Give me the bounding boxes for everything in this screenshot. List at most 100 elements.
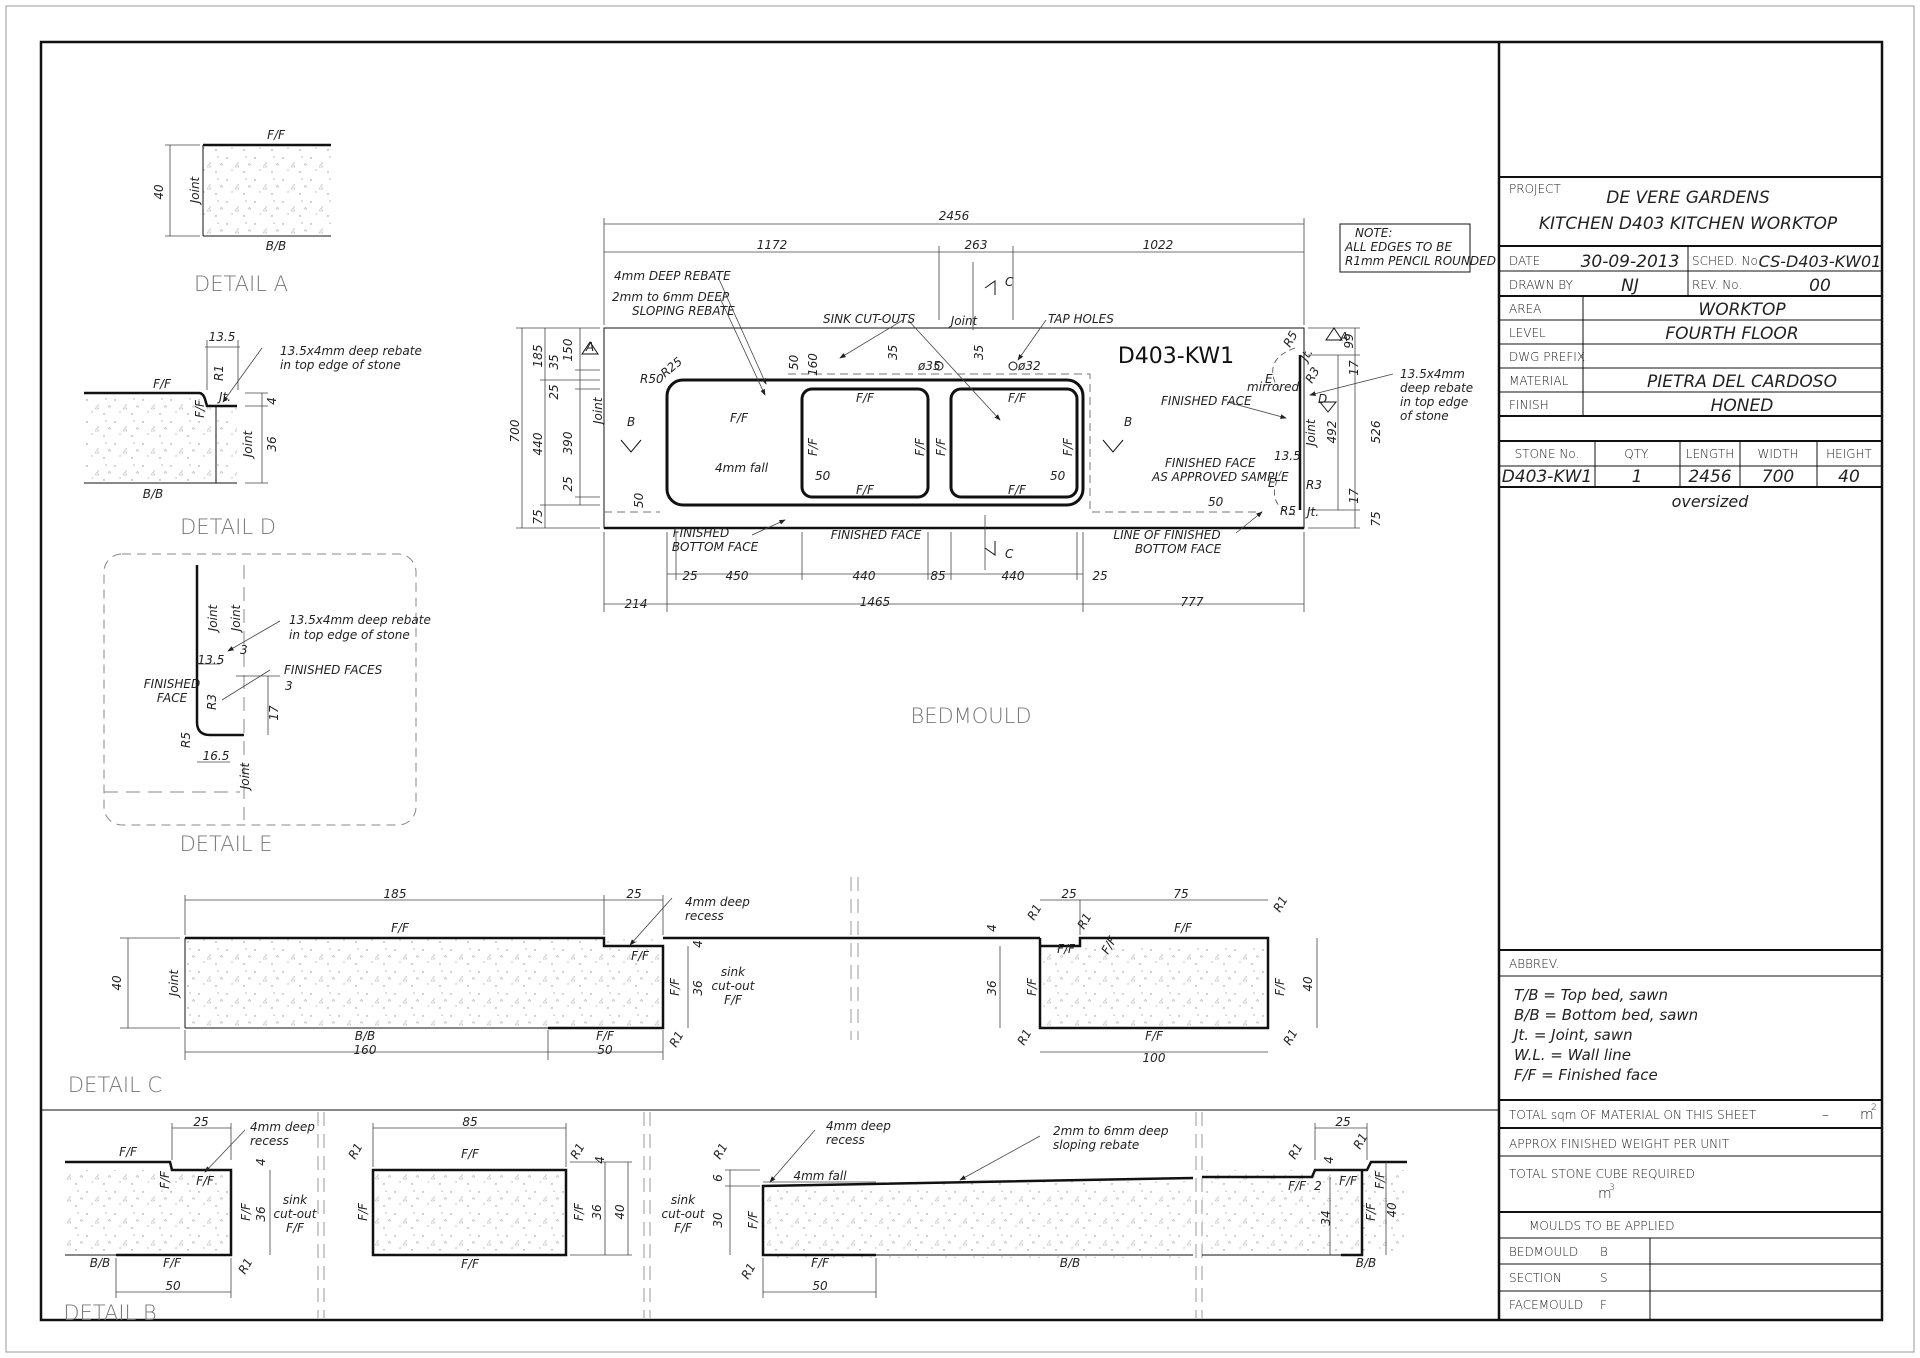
detail-c-ff-right: F/F [668, 977, 682, 996]
mould-code-section: S [1600, 1271, 1608, 1285]
plan-ff-2-right: F/F [1061, 437, 1075, 456]
detail-d-4: 4 [265, 397, 279, 405]
detail-b-ff-slope-left: F/F [746, 1210, 760, 1229]
stone-header-qty: QTY. [1624, 447, 1650, 461]
detail-c-joint: Joint [167, 968, 181, 998]
detail-d-jt: Jt. [217, 390, 231, 404]
detail-c-recess-b: recess [685, 909, 724, 923]
detail-e-joint-bottom: Joint [238, 761, 252, 791]
detail-b-ff-mid-top: F/F [461, 1147, 480, 1161]
detail-b-30: 30 [711, 1212, 725, 1228]
plan-view: 2456 1172 263 1022 4mm DEEP REBATE 2mm t… [508, 209, 1496, 728]
plan-line-fin-b: BOTTOM FACE [1135, 542, 1222, 556]
plan-joint-left: Joint [591, 396, 605, 426]
plan-joint-label: Joint [949, 314, 979, 328]
plan-tap-label: TAP HOLES [1048, 312, 1114, 326]
detail-c-36-right: 36 [985, 980, 999, 996]
detail-b-40-right: 40 [1385, 1202, 1399, 1218]
plan-ff-1-right: F/F [913, 437, 927, 456]
detail-b-sloping-b: sloping rebate [1053, 1138, 1139, 1152]
detail-b-r1-b: R1 [345, 1141, 365, 1162]
abbrev-line-wl: W.L. = Wall line [1514, 1046, 1631, 1064]
detail-c-r1-c: R1 [1270, 894, 1290, 915]
detail-a-title: DETAIL A [194, 272, 288, 296]
detail-b-bb-slope: B/B [1060, 1256, 1081, 1270]
plan-dim-85: 85 [930, 569, 945, 583]
plan-dim-492: 492 [1325, 421, 1339, 444]
plan-section-b-right: B [1124, 415, 1132, 429]
detail-b-r1-e: R1 [738, 1261, 758, 1282]
plan-ff-1-top: F/F [856, 391, 875, 405]
plan-r3-top: R3 [1302, 365, 1322, 386]
plan-mirrored: mirrored [1247, 380, 1300, 394]
detail-b-ff-right-right: F/F [1364, 1202, 1378, 1221]
detail-e-title: DETAIL E [180, 832, 273, 856]
plan-ff-1-bottom: F/F [856, 483, 875, 497]
stone-width: 700 [1762, 467, 1794, 487]
detail-b-ff-side-right: F/F [1373, 1170, 1387, 1189]
total-sqm-unit: m [1860, 1107, 1874, 1123]
detail-b-4: 4 [254, 1158, 268, 1166]
plan-rebate-right-c: in top edge [1400, 395, 1468, 409]
plan-ff-2-left: F/F [934, 437, 948, 456]
detail-c-sink-a: sink [721, 965, 746, 979]
detail-c-r1-b: R1 [1074, 911, 1094, 932]
detail-b-40-mid: 40 [613, 1204, 627, 1220]
detail-c-r1-e: R1 [1280, 1027, 1300, 1048]
sched-value: CS-D403-KW01 [1759, 252, 1882, 271]
detail-b-50: 50 [165, 1279, 181, 1293]
detail-a: F/F B/B Joint 40 DETAIL A [152, 128, 331, 296]
plan-dim-25-left-top: 25 [547, 384, 561, 399]
mould-name-section: SECTION [1509, 1271, 1562, 1285]
plan-r5-top: R5 [1280, 329, 1300, 350]
detail-c-25: 25 [626, 887, 641, 901]
plan-dim-50-br: 50 [1208, 495, 1224, 509]
detail-b-ff-slope-bottom: F/F [811, 1256, 830, 1270]
detail-b-36-mid: 36 [590, 1204, 604, 1220]
detail-b-sloping-a: 2mm to 6mm deep [1053, 1124, 1169, 1138]
sched-label: SCHED. No. [1692, 254, 1761, 268]
plan-dim-440: 440 [531, 432, 545, 455]
plan-dim-1465: 1465 [860, 595, 891, 609]
mould-code-facemould: F [1600, 1298, 1607, 1312]
detail-b-fall: 4mm fall [793, 1169, 847, 1183]
detail-c-ff-bottom-right: F/F [1145, 1029, 1164, 1043]
detail-d-joint: Joint [241, 429, 255, 459]
plan-joint-right: Joint [1304, 418, 1318, 448]
plan-dim-25-left-bottom: 25 [561, 476, 575, 491]
abbrev-label: ABBREV. [1509, 957, 1559, 971]
plan-d32: ø32 [1017, 359, 1041, 373]
detail-c: 185 25 4mm deep recess F/F F/F Joint 40 … [68, 877, 1318, 1097]
detail-b-ff-right: F/F [239, 1202, 253, 1221]
detail-c-sink-b: cut-out [712, 979, 756, 993]
mould-name-facemould: FACEMOULD [1509, 1298, 1583, 1312]
detail-d-ff-side: F/F [193, 399, 207, 418]
plan-ff-left: F/F [730, 411, 749, 425]
detail-c-40: 40 [110, 975, 124, 991]
title-block [1499, 176, 1882, 1320]
plan-r3-bottom: R3 [1306, 478, 1322, 492]
plan-dim-1172: 1172 [757, 238, 788, 252]
plan-section-d: D [1318, 392, 1327, 406]
plan-dim-150: 150 [561, 338, 575, 361]
detail-b-4-right: 4 [1322, 1156, 1336, 1164]
plan-dim-35-left: 35 [547, 354, 561, 369]
detail-b-36: 36 [254, 1206, 268, 1222]
plan-135: 13.5 [1274, 449, 1301, 463]
detail-d-note-b: in top edge of stone [280, 358, 401, 372]
finish-value: HONED [1711, 396, 1774, 416]
area-value: WORKTOP [1698, 300, 1786, 320]
detail-e-joint-right: Joint [229, 603, 243, 633]
detail-e: Joint Joint 13.5x4mm deep rebate in top … [103, 553, 431, 856]
detail-c-sink-c: F/F [724, 993, 743, 1007]
plan-ff-1-left: F/F [806, 437, 820, 456]
detail-a-bb: B/B [266, 239, 287, 253]
plan-section-e-bottom: E [1268, 476, 1276, 490]
detail-d-title: DETAIL D [180, 515, 276, 539]
detail-b-85: 85 [462, 1115, 477, 1129]
plan-dim-160: 160 [806, 353, 820, 376]
rev-value: 00 [1809, 276, 1831, 296]
detail-b-50-slope: 50 [812, 1279, 828, 1293]
plan-dim-440-b: 440 [1002, 569, 1025, 583]
